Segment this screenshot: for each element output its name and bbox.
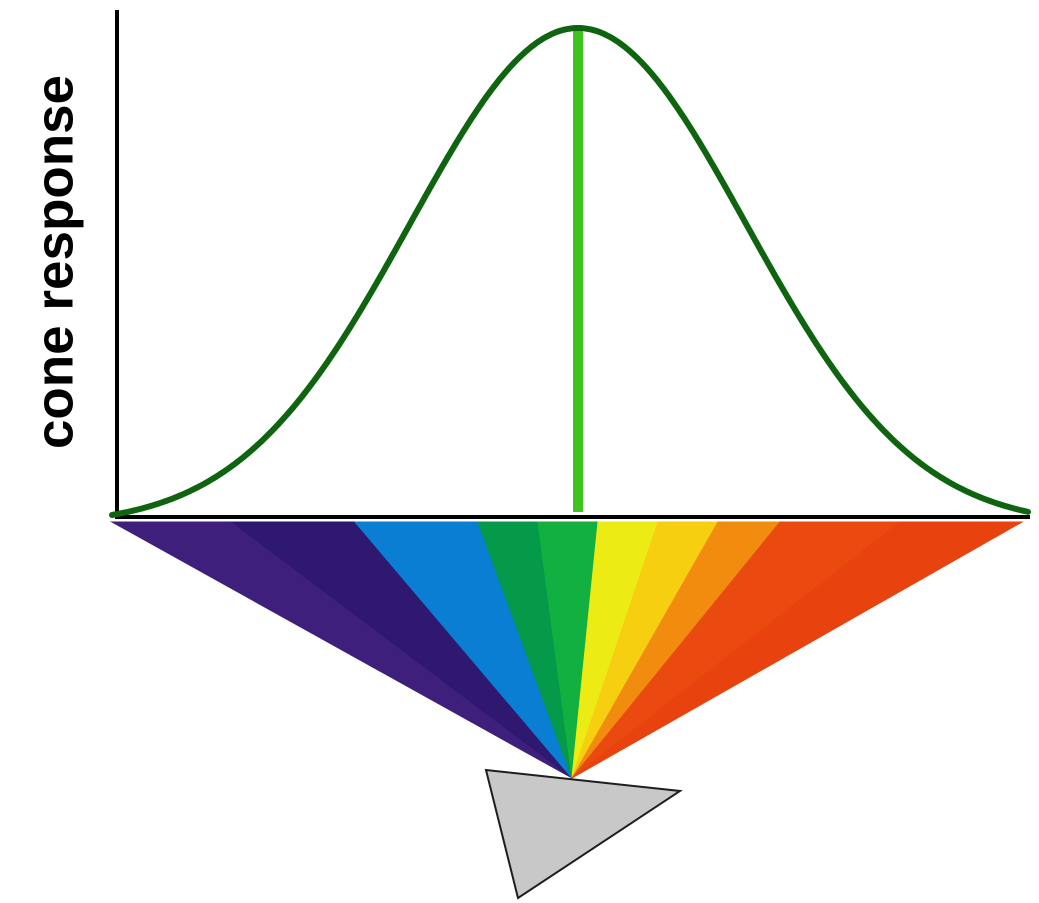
prism <box>484 768 683 900</box>
spectrum-band-red <box>571 521 1024 779</box>
cone-response-curve <box>109 25 1031 518</box>
y-axis-label: cone response <box>25 74 85 450</box>
spectrum-fan <box>110 521 1024 779</box>
